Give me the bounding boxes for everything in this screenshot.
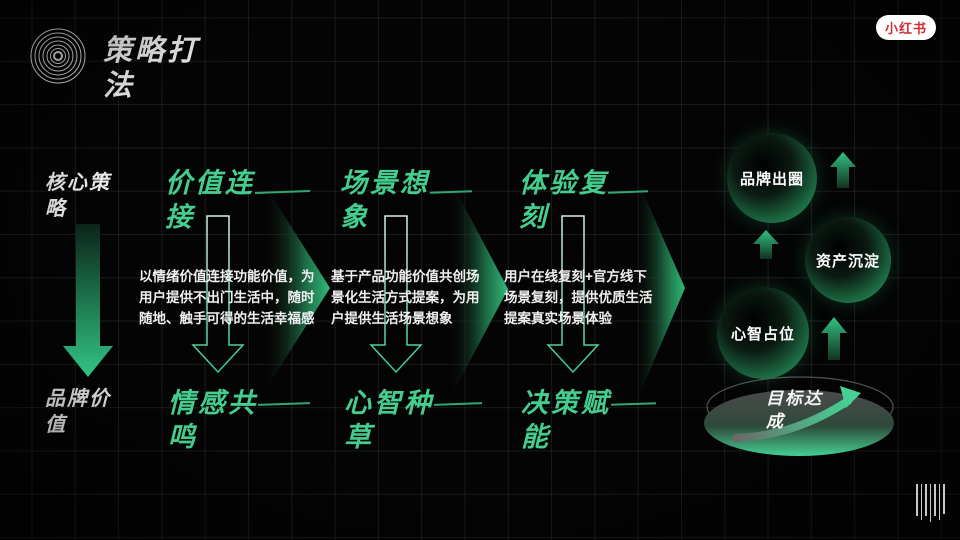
core-strategy-down-arrow bbox=[63, 224, 113, 377]
column3-title: 体验复 刻 bbox=[519, 168, 609, 232]
axis-top-label: 核心策 略 bbox=[45, 172, 111, 220]
barcode-icon bbox=[916, 484, 945, 522]
up-arrow-middle bbox=[753, 230, 779, 259]
xiaohongshu-badge: 小红书 bbox=[875, 15, 936, 40]
page-title: 策略打 法 bbox=[103, 35, 200, 102]
axis-bottom-label: 品牌价 值 bbox=[45, 388, 111, 436]
column3-result: 决策赋 能 bbox=[521, 388, 611, 452]
bubble-mindshare-position: 心智占位 bbox=[717, 287, 809, 379]
column2-title: 场景想 象 bbox=[340, 168, 430, 232]
up-arrow-top bbox=[830, 152, 856, 188]
bubble-label: 资产沉淀 bbox=[815, 252, 880, 270]
bubble-brand-breakout: 品牌出圈 bbox=[727, 133, 817, 223]
column1-description: 以情绪价值连接功能价值，为 用户提供不出门生活中，随时 随地、触手可得的生活幸福… bbox=[139, 269, 315, 326]
up-arrow-bottom bbox=[821, 317, 847, 360]
bubble-label: 心智占位 bbox=[730, 325, 795, 343]
column2-result: 心智种 草 bbox=[344, 388, 434, 452]
spiral-icon bbox=[30, 28, 86, 84]
column1-title: 价值连 接 bbox=[165, 168, 255, 232]
goal-label: 目标达 成 bbox=[766, 389, 823, 431]
column2-description: 基于产品功能价值共创场 景化生活方式提案，为用 户提供生活场景想象 bbox=[331, 269, 480, 326]
bubble-asset-accumulation: 资产沉淀 bbox=[805, 217, 891, 303]
bubble-label: 品牌出圈 bbox=[739, 170, 804, 188]
column3-description: 用户在线复刻+官方线下 场景复刻，提供优质生活 提案真实场景体验 bbox=[504, 269, 653, 326]
column1-result: 情感共 鸣 bbox=[168, 388, 258, 452]
